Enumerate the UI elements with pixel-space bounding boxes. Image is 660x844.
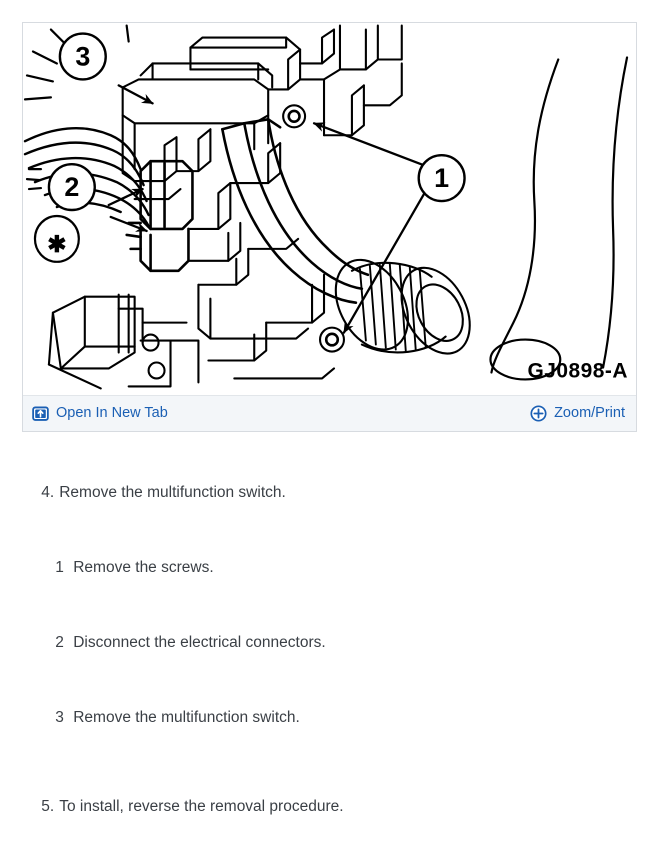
svg-text:✱: ✱	[47, 231, 66, 257]
callout-leader-lines	[107, 84, 427, 334]
open-in-new-tab-label: Open In New Tab	[56, 405, 168, 422]
step-5-number: 5.	[41, 798, 55, 815]
leader-1-lower	[342, 189, 427, 334]
image-toolbar: Open In New Tab Zoom/Print	[23, 395, 636, 431]
column-housing	[121, 24, 403, 201]
svg-text:2: 2	[64, 172, 79, 202]
step-4-number: 4.	[41, 484, 55, 501]
open-in-new-tab-icon	[32, 406, 49, 421]
zoom-print-label: Zoom/Print	[554, 405, 625, 422]
steering-column-shroud	[489, 56, 629, 381]
switch-body	[175, 128, 336, 380]
stalk-knob	[334, 258, 471, 355]
callout-bubble-3: 3	[58, 32, 107, 81]
step-4-substep-1-text: Remove the screws.	[73, 559, 214, 576]
step-4-text: Remove the multifunction switch.	[59, 484, 286, 501]
svg-text:1: 1	[434, 163, 449, 193]
knob-ribs	[358, 262, 427, 352]
open-in-new-tab-button[interactable]: Open In New Tab	[32, 405, 168, 422]
leader-2-lower	[109, 215, 148, 233]
lower-screw-boss	[318, 326, 345, 353]
step-spacer	[0, 755, 660, 769]
callout-bubble-2: 2	[47, 162, 96, 212]
callout-bubble-1: 1	[417, 153, 466, 203]
leader-3	[117, 84, 154, 105]
zoom-print-plus-icon	[530, 405, 547, 422]
mounting-bracket	[47, 293, 200, 390]
illustration-panel: 3 2 1 ✱ GJ0898-A	[22, 22, 637, 432]
multifunction-switch-diagram: 3 2 1 ✱ GJ0898-A	[23, 24, 629, 390]
step-5: 5.To install, reverse the removal proced…	[0, 769, 660, 844]
marker-rays-left	[25, 168, 43, 191]
figure-id-label: GJ0898-A	[527, 359, 628, 382]
stalk-arm	[221, 117, 370, 304]
zoom-print-button[interactable]: Zoom/Print	[530, 405, 625, 422]
step-4-substep-2: 2 Disconnect the electrical connectors.	[0, 605, 660, 680]
callout-bubble-asterisk: ✱	[33, 214, 80, 263]
step-4-substep-2-number: 2	[55, 634, 64, 651]
step-4-substep-1-number: 1	[55, 559, 64, 576]
upper-screw-boss	[282, 104, 307, 129]
step-4-substep-3-number: 3	[55, 709, 64, 726]
leader-1-upper	[312, 122, 425, 167]
step-4-substep-3-text: Remove the multifunction switch.	[73, 709, 300, 726]
electrical-connectors	[125, 159, 194, 273]
leader-2-upper	[107, 187, 144, 207]
svg-text:3: 3	[75, 41, 90, 71]
step-4: 4.Remove the multifunction switch.	[0, 455, 660, 530]
step-5-text: To install, reverse the removal procedur…	[59, 798, 344, 815]
step-4-substep-3: 3 Remove the multifunction switch.	[0, 680, 660, 755]
diagram-viewport: 3 2 1 ✱ GJ0898-A	[23, 23, 636, 396]
step-4-substep-2-text: Disconnect the electrical connectors.	[73, 634, 326, 651]
step-4-substep-1: 1 Remove the screws.	[0, 530, 660, 605]
